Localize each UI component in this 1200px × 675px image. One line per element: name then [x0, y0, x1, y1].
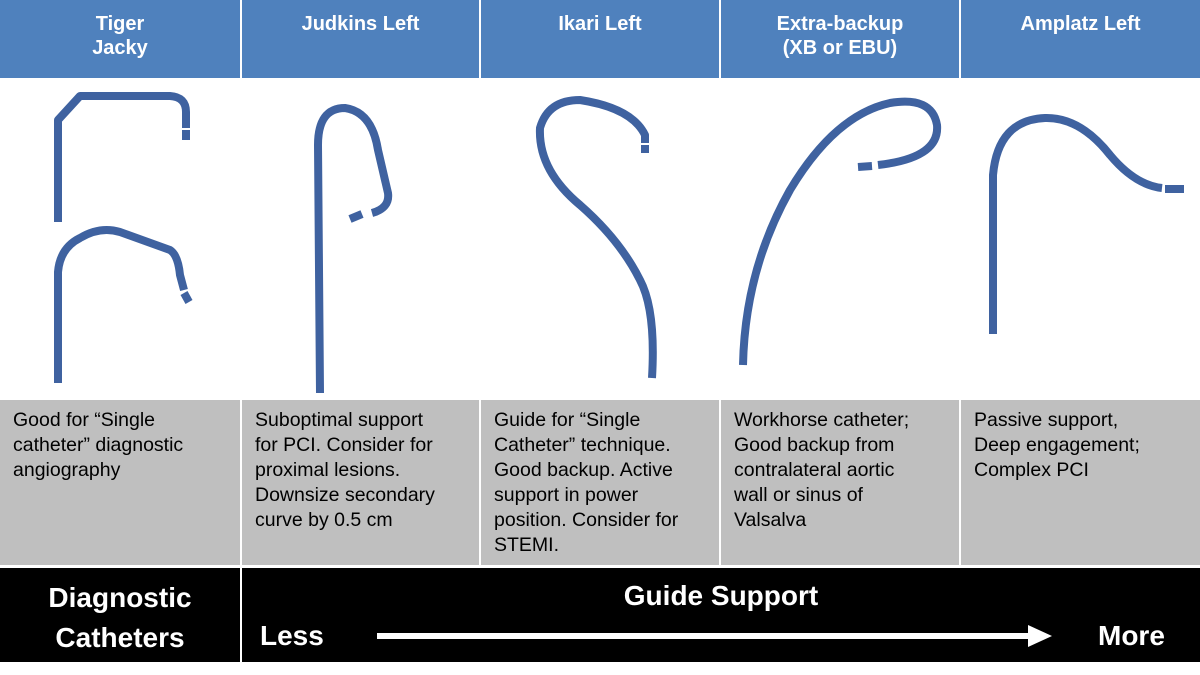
header-amplatz-left: Amplatz Left	[961, 0, 1200, 78]
description-amplatz-left: Passive support, Deep engagement; Comple…	[961, 400, 1200, 565]
less-label: Less	[260, 620, 324, 651]
header-tiger-jacky: Tiger Jacky	[0, 0, 240, 78]
more-label: More	[1098, 620, 1165, 651]
diagnostic-footer	[0, 568, 240, 662]
amplatz-left-catheter-icon	[989, 113, 1184, 334]
diagnostic-catheters-label: Diagnostic Catheters	[48, 582, 192, 653]
description-extra-backup: Workhorse catheter; Good backup from con…	[721, 400, 959, 565]
tiger-catheter-icon	[54, 92, 190, 222]
header-ikari-left: Ikari Left	[481, 0, 719, 78]
ikari-left-catheter-icon	[535, 96, 657, 379]
jacky-catheter-icon	[54, 226, 193, 383]
header-judkins-left: Judkins Left	[242, 0, 479, 78]
description-judkins-left: Suboptimal support for PCI. Consider for…	[242, 400, 479, 565]
guide-support-label: Guide Support	[623, 580, 819, 611]
judkins-left-catheter-icon	[314, 104, 393, 394]
header-extra-backup: Extra-backup (XB or EBU)	[721, 0, 959, 78]
description-tiger-jacky: Good for “Single catheter” diagnostic an…	[0, 400, 240, 565]
catheter-drawings	[54, 92, 1184, 394]
extra-backup-catheter-icon	[739, 97, 942, 366]
description-ikari-left: Guide for “Single Catheter” technique. G…	[481, 400, 719, 565]
